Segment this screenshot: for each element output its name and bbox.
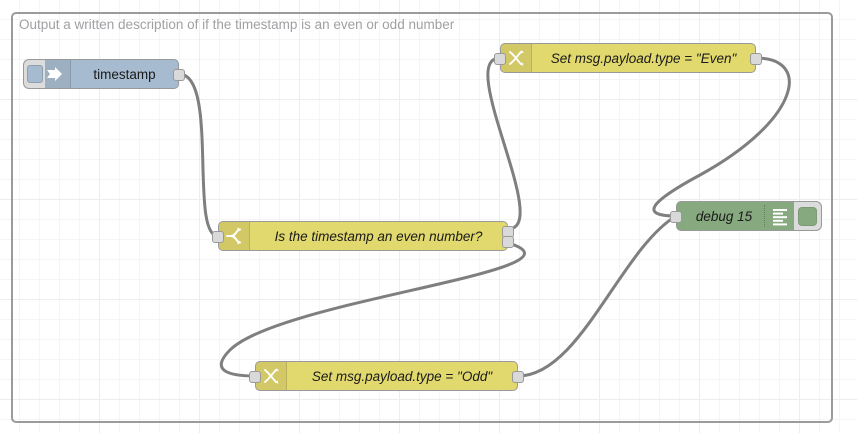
- flow-group-box[interactable]: [11, 12, 833, 423]
- node-switch-is-even-input-port[interactable]: [212, 231, 224, 243]
- node-change-set-odd-output-port-1[interactable]: [512, 371, 524, 383]
- node-inject-timestamp[interactable]: timestamp: [23, 59, 185, 89]
- inject-trigger-knob: [26, 65, 43, 83]
- node-change-set-even[interactable]: Set msg.payload.type = "Even": [494, 43, 762, 73]
- node-change-set-even-output-port-1[interactable]: [750, 53, 762, 65]
- node-inject-timestamp-label: timestamp: [93, 66, 156, 82]
- swap-arrows-icon: [501, 44, 532, 72]
- branch-icon: [219, 222, 250, 250]
- debug-separator: [764, 205, 765, 227]
- node-debug-15-input-port[interactable]: [670, 211, 682, 223]
- node-inject-timestamp-output-port-1[interactable]: [173, 69, 185, 81]
- node-change-set-even-label: Set msg.payload.type = "Even": [550, 50, 737, 66]
- node-switch-is-even-label: Is the timestamp an even number?: [274, 228, 483, 244]
- flow-group-label: Output a written description of if the t…: [19, 17, 455, 32]
- node-change-set-odd-input-port[interactable]: [249, 371, 261, 383]
- node-debug-15[interactable]: debug 15: [670, 201, 822, 231]
- debug-toggle-knob: [798, 206, 817, 226]
- debug-lines-icon: [767, 202, 793, 230]
- node-change-set-odd-label: Set msg.payload.type = "Odd": [311, 368, 493, 384]
- swap-arrows-icon: [256, 362, 287, 390]
- arrow-right-icon: [40, 60, 71, 88]
- inject-trigger-button[interactable]: [23, 59, 45, 89]
- debug-toggle-button[interactable]: [794, 201, 822, 231]
- node-switch-is-even[interactable]: Is the timestamp an even number?: [212, 221, 514, 251]
- node-switch-is-even-output-port-2[interactable]: [502, 236, 514, 248]
- node-change-set-odd[interactable]: Set msg.payload.type = "Odd": [249, 361, 524, 391]
- node-change-set-even-input-port[interactable]: [494, 53, 506, 65]
- node-debug-15-label: debug 15: [695, 208, 753, 224]
